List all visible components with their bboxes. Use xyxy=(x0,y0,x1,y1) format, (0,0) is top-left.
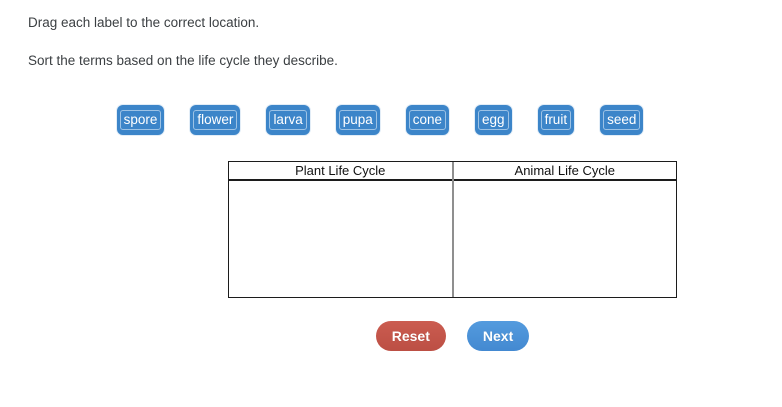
column-header-plant-life-cycle: Plant Life Cycle xyxy=(229,162,452,181)
animal-life-cycle-column: Animal Life Cycle xyxy=(453,162,676,297)
sort-table: Plant Life Cycle Animal Life Cycle xyxy=(228,161,677,298)
drag-label-pupa[interactable]: pupa xyxy=(335,105,380,135)
drag-label-text: larva xyxy=(269,110,307,130)
drag-labels-row: spore flower larva pupa cone egg fruit s… xyxy=(0,105,760,135)
plant-life-cycle-column: Plant Life Cycle xyxy=(229,162,454,297)
drag-label-cone[interactable]: cone xyxy=(405,105,450,135)
instruction-line1: Drag each label to the correct location. xyxy=(28,15,260,30)
drag-label-seed[interactable]: seed xyxy=(600,105,644,135)
drag-label-egg[interactable]: egg xyxy=(475,105,512,135)
action-buttons-row: Reset Next xyxy=(228,321,677,351)
drag-label-text: egg xyxy=(478,110,509,130)
drag-label-text: pupa xyxy=(338,110,377,130)
reset-button[interactable]: Reset xyxy=(375,321,446,351)
drop-zone-animal-life-cycle[interactable] xyxy=(453,181,676,297)
drag-label-flower[interactable]: flower xyxy=(190,105,241,135)
instruction-line2: Sort the terms based on the life cycle t… xyxy=(28,53,338,68)
drag-label-larva[interactable]: larva xyxy=(266,105,310,135)
drag-label-text: seed xyxy=(603,110,641,130)
drag-label-spore[interactable]: spore xyxy=(116,105,165,135)
column-header-animal-life-cycle: Animal Life Cycle xyxy=(453,162,676,181)
drop-zone-plant-life-cycle[interactable] xyxy=(229,181,452,297)
next-button[interactable]: Next xyxy=(466,321,530,351)
drag-label-text: fruit xyxy=(540,110,572,130)
drag-label-text: spore xyxy=(119,110,162,130)
drag-label-fruit[interactable]: fruit xyxy=(537,105,575,135)
drag-label-text: flower xyxy=(193,110,238,130)
drag-label-text: cone xyxy=(408,110,447,130)
